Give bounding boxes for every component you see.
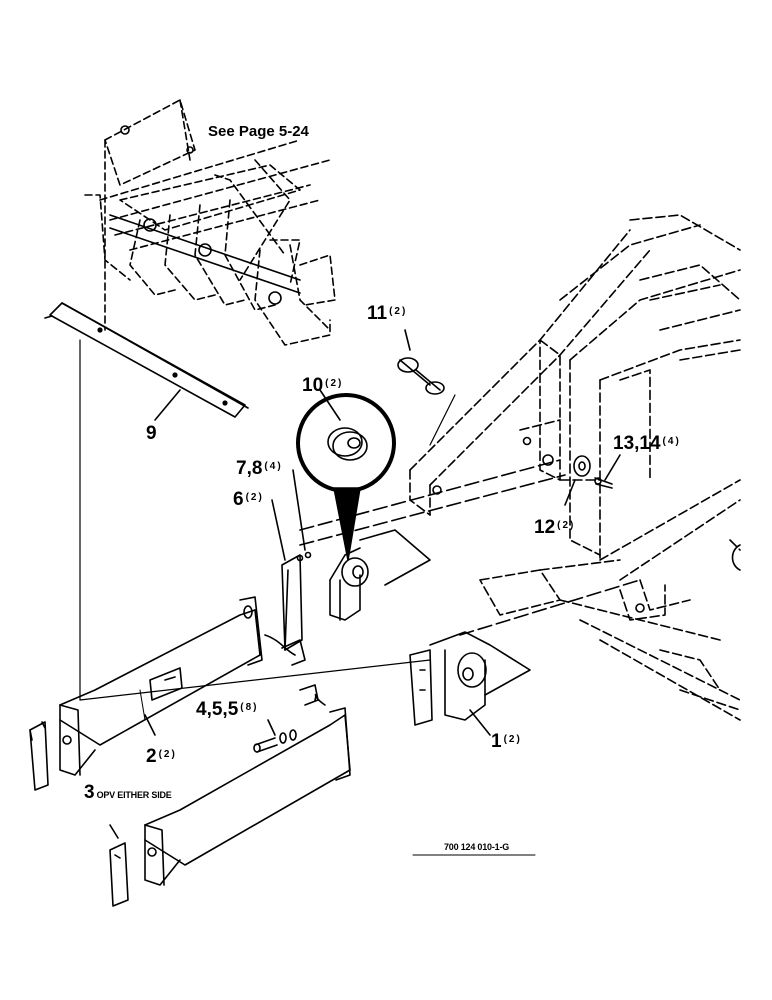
reel-shaft-tube (109, 125, 301, 305)
callout-6: 6(2) (233, 489, 264, 510)
main-shaft (299, 459, 641, 636)
part-3-bracket-left (29, 721, 49, 791)
callout-13-14: 13,14(4) (613, 433, 681, 454)
part-3-bracket-lower (109, 824, 129, 907)
part-12-washer (564, 455, 591, 506)
lower-tube (144, 684, 351, 886)
callout-9: 9 (146, 423, 157, 444)
callout-1: 1(2) (491, 731, 522, 752)
see-page-note: See Page 5-24 (208, 123, 309, 140)
callout-10: 10(2) (302, 375, 344, 396)
callout-2: 2(2) (146, 746, 177, 767)
part-9-bar (44, 302, 249, 421)
upper-bearing-housing (329, 529, 431, 621)
part-13-14-bolt (594, 454, 621, 489)
part-11-bushing (397, 329, 445, 395)
part-10-detail-circle (296, 389, 396, 561)
reel-assembly-reference (84, 99, 336, 346)
callout-11: 11(2) (367, 303, 408, 324)
machine-frame-dashed (409, 214, 741, 721)
callout-12: 12(2) (534, 517, 576, 538)
part-4-5-5-bolt (253, 719, 297, 753)
part-6-plate (271, 499, 303, 651)
machine-frame-details (432, 436, 741, 613)
part-7-8-fastener (292, 469, 312, 562)
callout-4-5-5: 4,5,5(8) (196, 699, 259, 720)
callout-7-8: 7,8(4) (236, 458, 283, 479)
part-2-tube (59, 596, 306, 776)
drawing-number: 700 124 010-1-G (444, 842, 510, 852)
part-1-bearing-housing (409, 631, 531, 736)
